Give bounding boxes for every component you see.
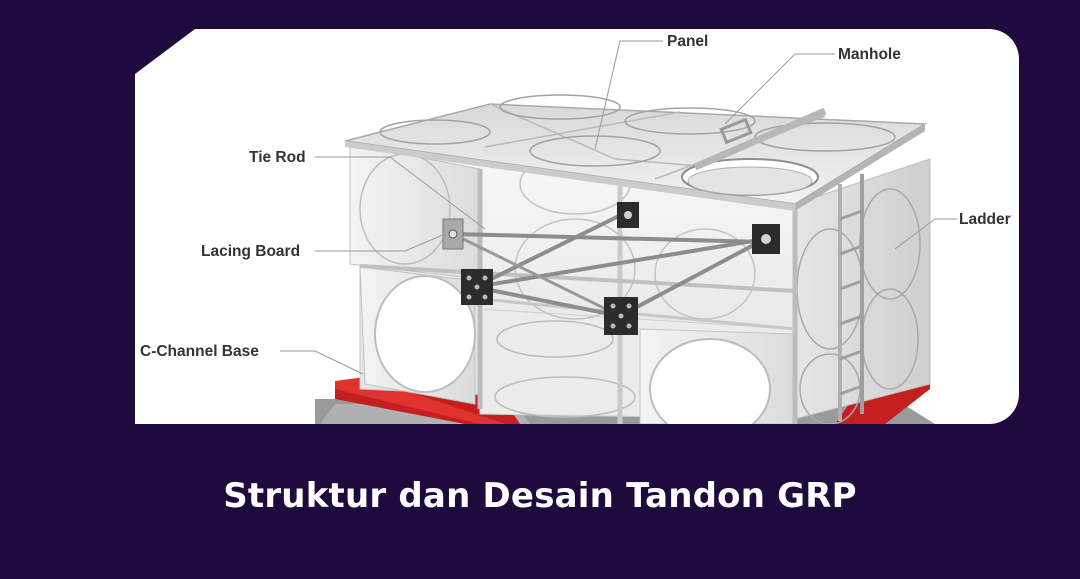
- label-ladder: Ladder: [959, 211, 1011, 228]
- manhole: [681, 107, 827, 196]
- lacing-brackets: [442, 202, 780, 335]
- label-lacing-board: Lacing Board: [201, 243, 300, 260]
- tank-roof: [344, 94, 928, 211]
- ladder: [838, 174, 864, 421]
- label-tie-rod: Tie Rod: [249, 149, 306, 166]
- label-c-channel-base: C-Channel Base: [140, 343, 259, 360]
- tank-diagram: Panel Manhole Tie Rod Lacing Board Ladde…: [140, 33, 1011, 424]
- label-panel: Panel: [667, 33, 708, 50]
- callout-labels: Panel Manhole Tie Rod Lacing Board Ladde…: [140, 33, 1011, 360]
- label-manhole: Manhole: [838, 46, 901, 63]
- caption-title: Struktur dan Desain Tandon GRP: [223, 476, 857, 516]
- diagram-card: Panel Manhole Tie Rod Lacing Board Ladde…: [135, 29, 1019, 424]
- leader-lines: [280, 40, 957, 375]
- tie-rods: [452, 210, 766, 318]
